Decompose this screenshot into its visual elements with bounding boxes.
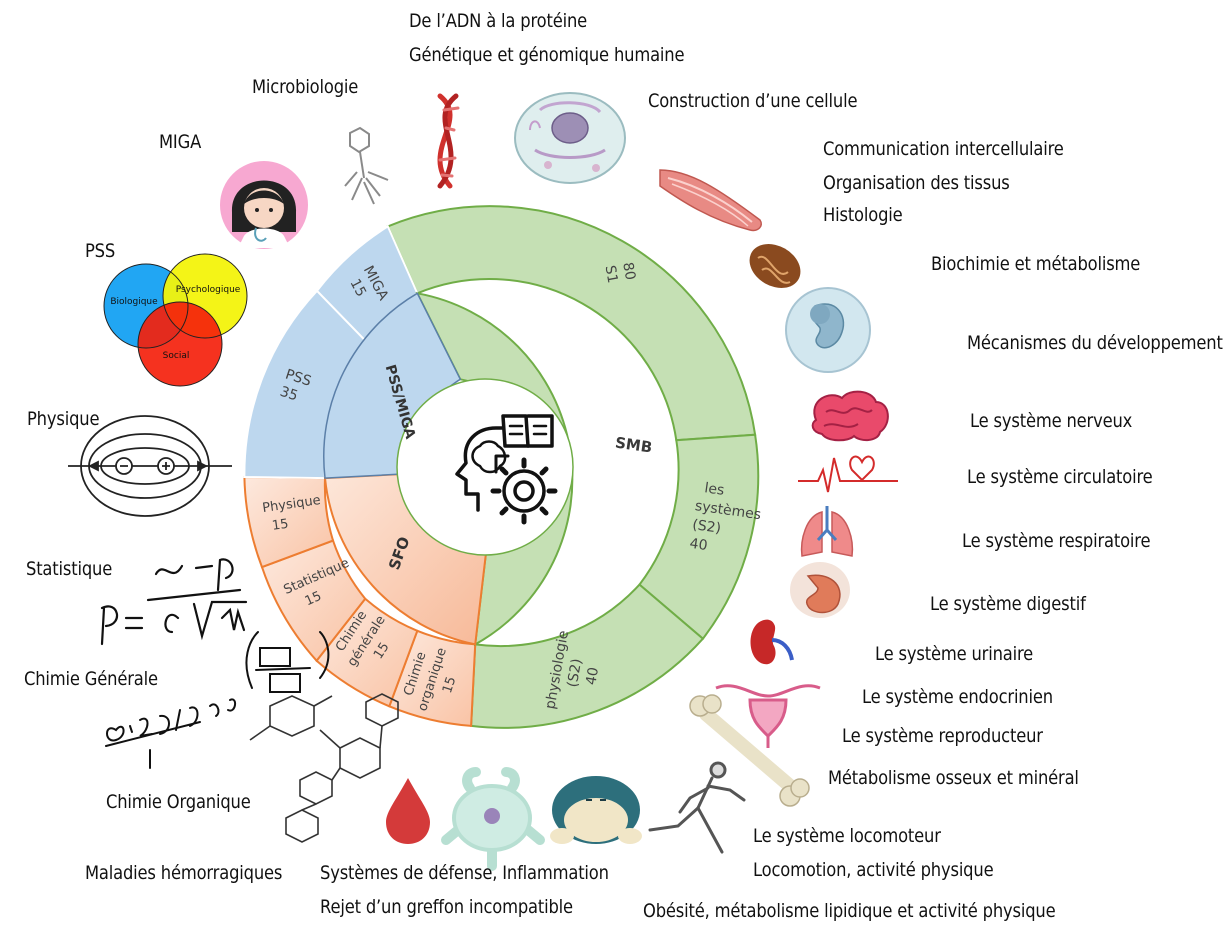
svg-text:les: les bbox=[703, 480, 725, 499]
cell-icon bbox=[514, 92, 626, 184]
label-rejet: Rejet d’un greffon incompatible bbox=[320, 896, 573, 918]
svg-text:40: 40 bbox=[689, 536, 709, 554]
snorlax-icon bbox=[550, 776, 642, 844]
label-chimie-generale: Chimie Générale bbox=[24, 668, 158, 690]
venn-label-psychologique: Psychologique bbox=[176, 285, 241, 295]
venn-label-social: Social bbox=[163, 351, 190, 361]
label-mecanismes: Mécanismes du développement bbox=[967, 332, 1223, 354]
label-osseux: Métabolisme osseux et minéral bbox=[828, 767, 1079, 789]
embryo-icon bbox=[785, 287, 871, 373]
svg-text:15: 15 bbox=[303, 589, 324, 609]
svg-text:PSS: PSS bbox=[283, 367, 313, 390]
label-urinaire: Le système urinaire bbox=[875, 643, 1034, 665]
label-obesite: Obésité, métabolisme lipidique et activi… bbox=[643, 900, 1056, 922]
muscle-icon bbox=[659, 169, 762, 232]
venn-diagram: Biologique Psychologique Social bbox=[103, 253, 248, 387]
svg-text:15: 15 bbox=[271, 517, 289, 534]
svg-text:(S2): (S2) bbox=[565, 657, 586, 688]
label-construction: Construction d’une cellule bbox=[648, 90, 858, 112]
bacteriophage-icon bbox=[344, 126, 389, 205]
label-nerveux: Le système nerveux bbox=[970, 410, 1133, 432]
immune-cell-icon bbox=[441, 767, 545, 871]
sunburst-chart: SMB PSS/MIGA SFO S1 80 les systèmes (S2)… bbox=[243, 205, 762, 729]
heartbeat-icon bbox=[798, 455, 898, 493]
label-systemes: les systèmes (S2) 40 bbox=[689, 480, 762, 554]
stomach-icon bbox=[790, 562, 850, 618]
label-microbiologie: Microbiologie bbox=[252, 76, 359, 98]
label-locomotion: Locomotion, activité physique bbox=[753, 859, 994, 881]
blood-drop-icon bbox=[386, 778, 430, 844]
molecule-icon bbox=[249, 693, 399, 843]
label-digestif: Le système digestif bbox=[930, 593, 1086, 615]
lungs-icon bbox=[800, 506, 854, 557]
label-locomoteur: Le système locomoteur bbox=[753, 825, 941, 847]
chimie-generale-formula bbox=[105, 631, 330, 769]
mitochondria-icon bbox=[749, 244, 801, 288]
label-pss: PSS bbox=[85, 240, 116, 262]
brain-icon bbox=[811, 390, 889, 442]
label-biochimie: Biochimie et métabolisme bbox=[931, 253, 1141, 275]
label-histologie: Histologie bbox=[823, 204, 903, 226]
svg-text:35: 35 bbox=[278, 384, 300, 405]
label-statistique: Statistique bbox=[26, 558, 113, 580]
uterus-icon bbox=[715, 684, 821, 748]
statistique-formula bbox=[100, 558, 248, 646]
label-circulatoire: Le système circulatoire bbox=[967, 466, 1153, 488]
label-hemorragiques: Maladies hémorragiques bbox=[85, 862, 283, 884]
svg-text:15: 15 bbox=[440, 675, 459, 695]
skeleton-icon bbox=[648, 761, 746, 854]
label-chimie-organique: Chimie Organique bbox=[106, 791, 251, 813]
label-s1: S1 80 bbox=[602, 261, 639, 284]
label-genetique: Génétique et génomique humaine bbox=[409, 44, 685, 66]
label-respiratoire: Le système respiratoire bbox=[962, 530, 1151, 552]
brain-gear-icon bbox=[455, 414, 558, 525]
svg-text:80: 80 bbox=[619, 261, 638, 281]
kidney-icon bbox=[750, 619, 794, 665]
segment-s1 bbox=[386, 205, 757, 442]
bone-icon bbox=[689, 694, 810, 807]
label-pss: PSS 35 bbox=[278, 367, 313, 405]
label-smb: SMB bbox=[614, 434, 653, 457]
label-reproducteur: Le système reproducteur bbox=[842, 725, 1043, 747]
svg-text:40: 40 bbox=[583, 666, 602, 686]
svg-text:15: 15 bbox=[347, 276, 369, 299]
label-endocrinien: Le système endocrinien bbox=[862, 686, 1053, 708]
dna-icon bbox=[437, 93, 460, 189]
label-adn: De l’ADN à la protéine bbox=[409, 10, 588, 32]
label-communication: Communication intercellulaire bbox=[823, 138, 1064, 160]
label-organisation: Organisation des tissus bbox=[823, 172, 1010, 194]
doctor-avatar-icon bbox=[220, 161, 308, 249]
svg-text:S1: S1 bbox=[602, 264, 621, 284]
label-defense: Systèmes de défense, Inflammation bbox=[320, 862, 609, 884]
svg-text:(S2): (S2) bbox=[691, 517, 722, 537]
label-miga: MIGA bbox=[159, 131, 202, 153]
label-physique: Physique bbox=[27, 408, 100, 430]
electric-field-icon bbox=[68, 415, 232, 517]
venn-label-biologique: Biologique bbox=[110, 297, 158, 307]
